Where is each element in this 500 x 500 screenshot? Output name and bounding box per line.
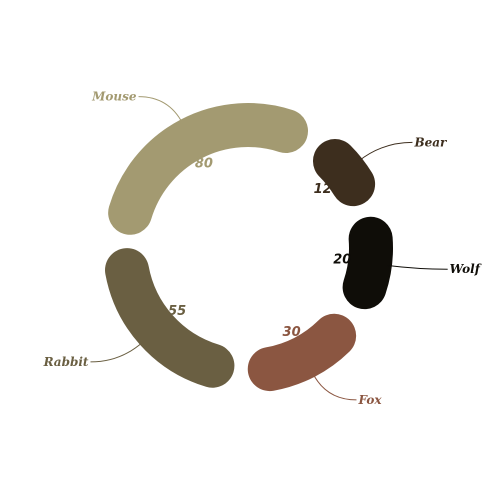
value-label-rabbit: 55 bbox=[168, 304, 186, 319]
slices-group bbox=[105, 103, 393, 392]
slice-bear bbox=[312, 139, 376, 207]
leader-line-wolf bbox=[387, 264, 448, 270]
category-label-mouse: Mouse bbox=[91, 90, 137, 104]
leader-line-rabbit bbox=[90, 341, 144, 363]
leader-line-mouse bbox=[138, 96, 183, 124]
slice-rabbit bbox=[105, 248, 235, 388]
leader-lines-group bbox=[90, 96, 448, 401]
slice-mouse bbox=[108, 103, 309, 235]
value-label-mouse: 80 bbox=[195, 156, 213, 171]
value-label-wolf: 20 bbox=[333, 252, 351, 267]
category-label-bear: Bear bbox=[413, 135, 448, 149]
slice-wolf bbox=[342, 216, 393, 310]
value-label-bear: 12 bbox=[314, 182, 332, 197]
leader-line-fox bbox=[312, 373, 357, 401]
category-label-fox: Fox bbox=[357, 393, 382, 407]
category-label-rabbit: Rabbit bbox=[43, 355, 89, 369]
slice-fox bbox=[247, 313, 357, 392]
value-label-fox: 30 bbox=[283, 325, 301, 340]
leader-line-bear bbox=[358, 141, 413, 162]
category-label-wolf: Wolf bbox=[450, 262, 482, 276]
